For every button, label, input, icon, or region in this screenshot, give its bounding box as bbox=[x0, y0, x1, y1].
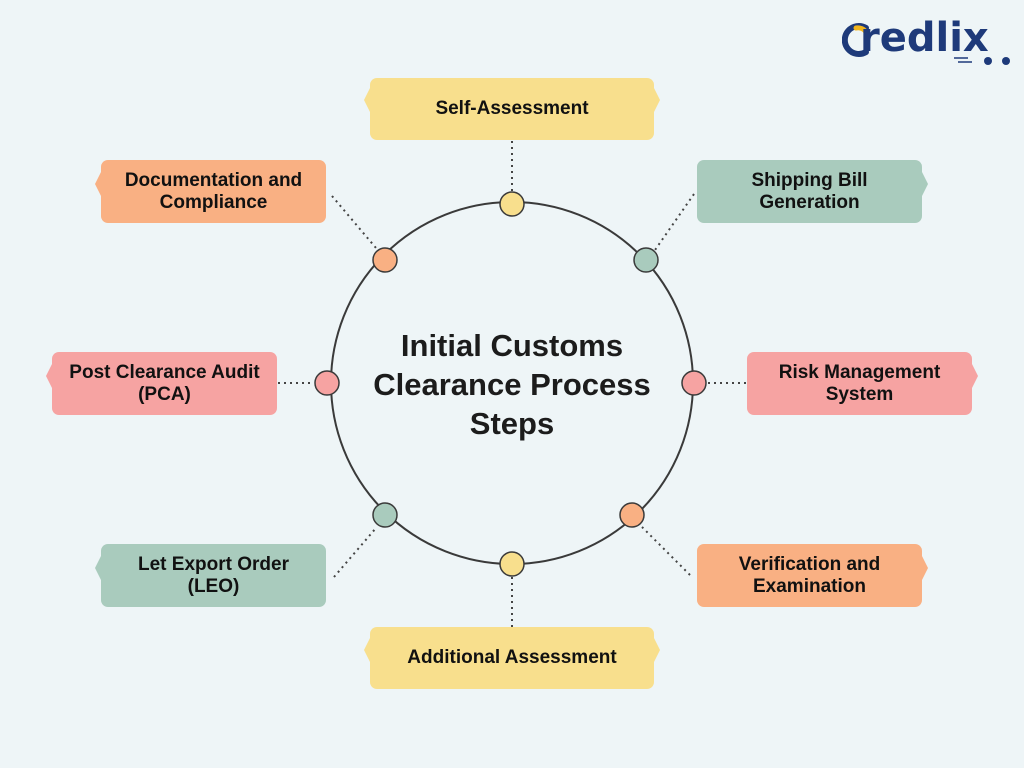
node-shipping-bill bbox=[633, 247, 659, 273]
box-notch bbox=[922, 556, 928, 580]
step-label-line: (LEO) bbox=[187, 575, 240, 597]
box-notch bbox=[95, 556, 101, 580]
step-label-line: Additional Assessment bbox=[407, 647, 617, 668]
node-additional-assessment bbox=[499, 551, 525, 577]
node-leo bbox=[372, 502, 398, 528]
step-additional-assessment: Additional Assessment bbox=[370, 627, 654, 689]
box-notch bbox=[922, 172, 928, 196]
node-self-assessment bbox=[499, 191, 525, 217]
step-label-line: Post Clearance Audit bbox=[69, 361, 260, 383]
step-label-line: System bbox=[825, 383, 894, 405]
node-documentation bbox=[372, 247, 398, 273]
step-shipping-bill-generation: Shipping Bill Generation bbox=[697, 160, 922, 223]
step-label-line: (PCA) bbox=[138, 383, 191, 405]
step-self-assessment: Self-Assessment bbox=[370, 78, 654, 140]
step-label-line: Shipping Bill bbox=[751, 169, 868, 191]
logo-c-icon bbox=[842, 23, 869, 57]
step-verification-and-examination: Verification and Examination bbox=[697, 544, 922, 607]
connector-shipping-bill bbox=[654, 193, 695, 251]
node-risk-management bbox=[681, 370, 707, 396]
title-line: Clearance Process bbox=[373, 367, 651, 402]
step-documentation-and-compliance: Documentation and Compliance bbox=[101, 160, 326, 223]
box-notch bbox=[46, 364, 52, 388]
logo-truck-icon bbox=[954, 57, 1010, 65]
logo-wordmark: redlix bbox=[860, 15, 989, 61]
step-label-line: Examination bbox=[753, 575, 866, 597]
step-post-clearance-audit: Post Clearance Audit (PCA) bbox=[52, 352, 277, 415]
box-notch bbox=[972, 364, 978, 388]
box-notch bbox=[95, 172, 101, 196]
step-label-line: Verification and bbox=[738, 553, 881, 575]
step-label-line: Self-Assessment bbox=[435, 98, 589, 119]
step-label-line: Generation bbox=[759, 191, 860, 213]
box-notch bbox=[364, 88, 370, 112]
box-notch bbox=[364, 638, 370, 662]
box-notch bbox=[654, 88, 660, 112]
step-let-export-order: Let Export Order (LEO) bbox=[101, 544, 326, 607]
step-label-line: Documentation and bbox=[124, 169, 303, 191]
connector-documentation bbox=[331, 195, 377, 249]
step-risk-management-system: Risk Management System bbox=[747, 352, 972, 415]
connector-verification bbox=[641, 526, 691, 576]
title-line: Initial Customs bbox=[400, 328, 624, 363]
step-label-line: Let Export Order bbox=[138, 553, 289, 575]
node-pca bbox=[314, 370, 340, 396]
diagram-title: Initial Customs Clearance Process Steps bbox=[352, 326, 672, 443]
box-notch bbox=[654, 638, 660, 662]
title-line: Steps bbox=[469, 406, 555, 441]
step-label-line: Risk Management bbox=[778, 361, 941, 383]
node-verification bbox=[619, 502, 645, 528]
connector-leo bbox=[333, 527, 377, 578]
credlix-logo: redlix bbox=[842, 14, 1017, 66]
step-label-line: Compliance bbox=[159, 191, 268, 213]
